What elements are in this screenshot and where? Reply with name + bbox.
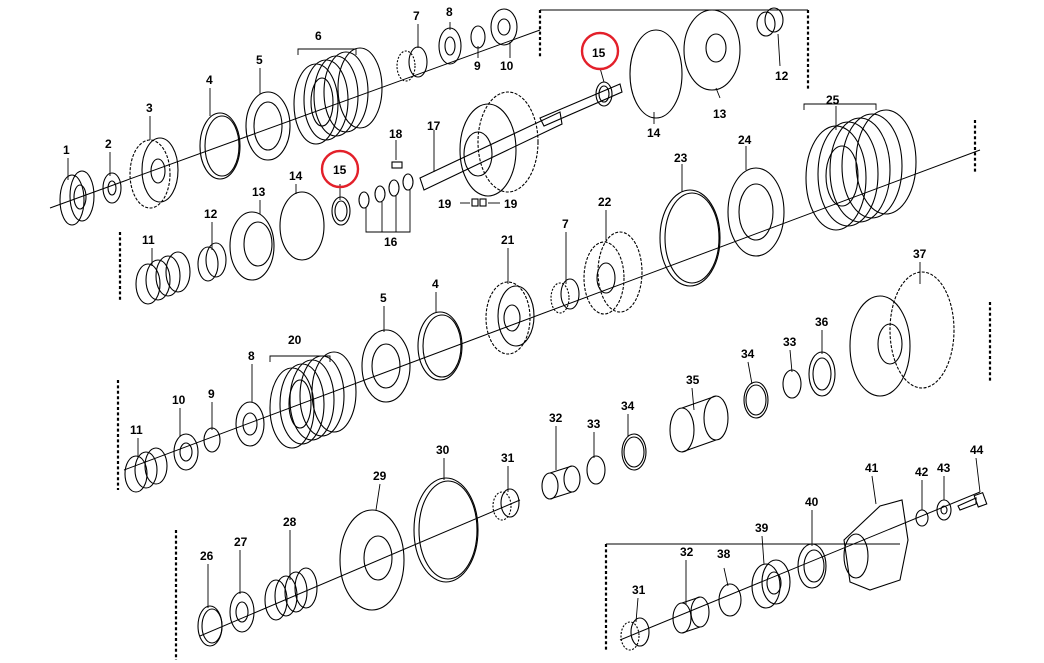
- part-label-14-upper: 14: [647, 126, 661, 140]
- row-c-parts: [197, 477, 521, 647]
- part-label-40: 40: [805, 495, 819, 509]
- part-label-33-mid: 33: [587, 417, 601, 431]
- part-label-42: 42: [915, 465, 929, 479]
- part-label-37: 37: [913, 247, 927, 261]
- part-label-28: 28: [283, 515, 297, 529]
- part-label-13: 13: [252, 185, 266, 199]
- part-label-9: 9: [474, 59, 481, 73]
- part-label-44: 44: [970, 443, 984, 457]
- part-label-1: 1: [63, 143, 70, 157]
- part-label-39: 39: [755, 521, 769, 535]
- part-label-12-upper: 12: [775, 69, 789, 83]
- row-d-parts: [619, 491, 988, 651]
- part-label-21: 21: [501, 233, 515, 247]
- part-label-10: 10: [500, 59, 514, 73]
- part-label-12: 12: [204, 207, 218, 221]
- highlight-circles: [320, 31, 620, 189]
- part-label-22: 22: [598, 195, 612, 209]
- part-label-11: 11: [142, 233, 155, 247]
- part-label-5-mid: 5: [380, 291, 387, 305]
- part-label-10-mid: 10: [172, 393, 186, 407]
- row-a-parts: [49, 7, 784, 305]
- part-label-19a: 19: [438, 197, 452, 211]
- part-label-13-upper: 13: [713, 107, 727, 121]
- part-label-32-low: 32: [680, 545, 694, 559]
- part-label-38: 38: [717, 547, 731, 561]
- part-label-25: 25: [826, 93, 840, 107]
- part-label-5: 5: [256, 53, 263, 67]
- part-labels: 1 2 3 4 5 6 7 8 9 10 11 12 13 14 15 16 1…: [63, 5, 984, 597]
- part-label-9-mid: 9: [208, 387, 215, 401]
- part-label-7: 7: [413, 9, 420, 23]
- part-label-34-right: 34: [741, 347, 755, 361]
- part-label-33-right: 33: [783, 335, 797, 349]
- part-label-32-mid: 32: [549, 411, 563, 425]
- part-label-20: 20: [288, 333, 302, 347]
- part-label-27: 27: [234, 535, 248, 549]
- part-label-34-mid: 34: [621, 399, 635, 413]
- part-label-4: 4: [206, 73, 213, 87]
- part-label-23: 23: [674, 151, 688, 165]
- diagram-frames: [116, 9, 992, 660]
- part-label-41: 41: [865, 461, 879, 475]
- part-label-8: 8: [446, 5, 453, 19]
- part-label-7-mid: 7: [562, 217, 569, 231]
- part-label-15: 15: [333, 163, 347, 177]
- highlight-circle-lower: [320, 149, 360, 189]
- part-label-4-mid: 4: [432, 277, 439, 291]
- part-label-3: 3: [146, 101, 153, 115]
- part-label-19b: 19: [504, 197, 518, 211]
- part-label-15-upper: 15: [592, 46, 606, 60]
- part-label-18: 18: [389, 127, 403, 141]
- part-label-2: 2: [105, 137, 112, 151]
- part-label-24: 24: [738, 133, 752, 147]
- part-label-14: 14: [289, 169, 303, 183]
- part-label-17: 17: [427, 119, 441, 133]
- part-label-29: 29: [373, 469, 387, 483]
- part-label-31-low: 31: [632, 583, 646, 597]
- part-label-31-mid: 31: [501, 451, 515, 465]
- leader-lines: [67, 22, 981, 623]
- part-label-8-mid: 8: [248, 349, 255, 363]
- part-label-30: 30: [436, 443, 450, 457]
- part-label-16: 16: [384, 235, 398, 249]
- part-label-36: 36: [815, 315, 829, 329]
- row-b-parts: [123, 103, 981, 500]
- part-label-35: 35: [686, 373, 700, 387]
- highlight-circle-upper: [580, 31, 620, 71]
- part-label-11-mid: 11: [130, 423, 143, 437]
- part-label-43: 43: [937, 461, 951, 475]
- part-label-6: 6: [315, 29, 322, 43]
- part-label-26: 26: [200, 549, 214, 563]
